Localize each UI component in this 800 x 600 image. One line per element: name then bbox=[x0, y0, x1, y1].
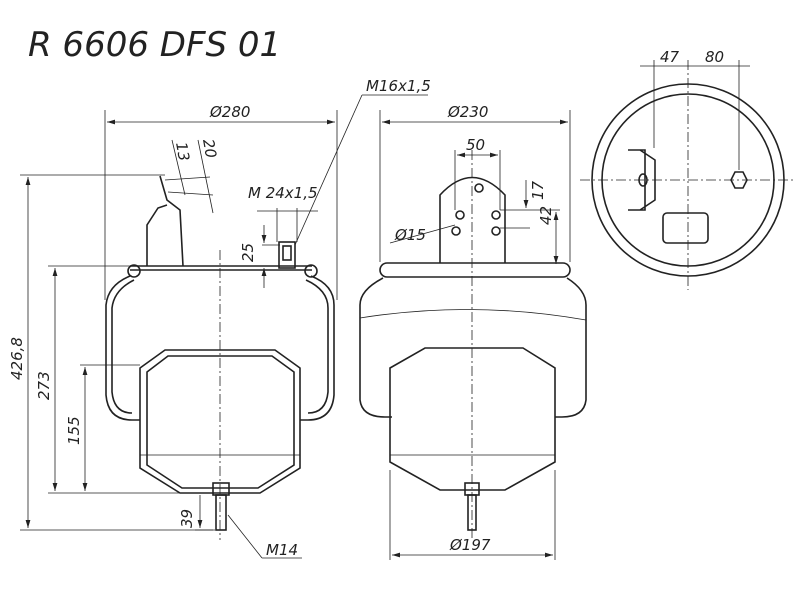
dim-height-273: 273 bbox=[35, 371, 53, 400]
dim-diameter-280: Ø280 bbox=[209, 103, 250, 121]
dim-47: 47 bbox=[660, 48, 680, 66]
dim-height-426-8: 426,8 bbox=[8, 337, 26, 380]
dim-height-39: 39 bbox=[178, 509, 196, 528]
label-thread-m16: M16x1,5 bbox=[366, 77, 431, 95]
right-dimensions: Ø230 50 17 42 Ø15 Ø197 bbox=[379, 103, 571, 560]
label-thread-m14: M14 bbox=[266, 541, 298, 559]
dim-width-50: 50 bbox=[466, 136, 485, 154]
dim-diameter-197: Ø197 bbox=[449, 536, 491, 554]
dim-height-155: 155 bbox=[65, 416, 83, 445]
side-section-view bbox=[105, 175, 335, 540]
dim-diameter-15: Ø15 bbox=[394, 226, 426, 244]
left-dimensions: Ø280 426,8 273 155 39 M14 13 20 M 24x1,5… bbox=[8, 77, 431, 559]
dim-17: 17 bbox=[529, 180, 547, 200]
dim-13: 13 bbox=[172, 141, 193, 163]
top-view: 47 80 bbox=[580, 48, 795, 290]
dim-height-25: 25 bbox=[239, 243, 257, 262]
dim-80: 80 bbox=[705, 48, 724, 66]
dim-diameter-230: Ø230 bbox=[447, 103, 488, 121]
drawing-title: R 6606 DFS 01 bbox=[28, 25, 281, 65]
front-view bbox=[359, 150, 587, 540]
label-thread-m24: M 24x1,5 bbox=[248, 184, 318, 202]
dim-20: 20 bbox=[199, 138, 220, 160]
dim-42: 42 bbox=[537, 206, 555, 225]
